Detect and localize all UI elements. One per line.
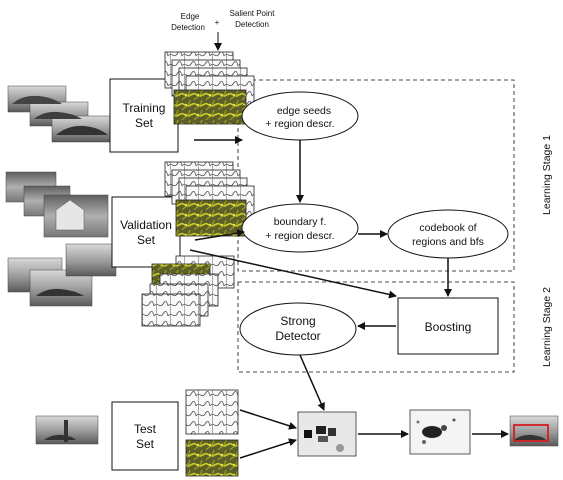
training-car-photos — [7, 85, 111, 143]
plus-label: + — [215, 18, 220, 27]
flow-arrows — [189, 136, 509, 459]
codebook-label-2: regions and bfs — [412, 236, 484, 248]
salient-point-label-1: Salient Point — [230, 9, 276, 18]
detection-response-map — [297, 411, 357, 457]
test-set-box — [111, 401, 179, 471]
codebook-ellipse — [387, 209, 509, 259]
salient-point-label-2: Detection — [235, 20, 269, 29]
edge-detection-label-2: Detection — [171, 23, 205, 32]
strong-detector-label-2: Detector — [275, 329, 320, 343]
learning-stage-2-frame — [237, 281, 515, 373]
training-set-label-2: Set — [135, 116, 154, 130]
learning-stage-1-label: Learning Stage 1 — [541, 135, 553, 215]
validation-set-label-2: Set — [137, 233, 156, 247]
test-set-label-1: Test — [134, 422, 157, 436]
training-set-label-1: Training — [123, 101, 166, 115]
boundary-f-label-1: boundary f. — [274, 216, 327, 228]
learning-stage-1-frame — [237, 79, 515, 272]
boundary-f-ellipse — [241, 203, 359, 253]
validation-edge-maps-lower — [141, 255, 235, 327]
test-input-photo — [35, 415, 99, 445]
boundary-f-label-2: + region descr. — [265, 230, 334, 242]
training-set-box — [109, 78, 179, 153]
voting-space-map — [409, 409, 471, 455]
validation-house-photos — [5, 171, 117, 307]
strong-detector-label-1: Strong — [280, 314, 315, 328]
boosting-box — [397, 297, 499, 355]
validation-set-label-1: Validation — [120, 218, 172, 232]
edge-detection-label-1: Edge — [181, 12, 200, 21]
learning-stage-2-label: Learning Stage 2 — [541, 287, 553, 367]
test-edge-map — [185, 389, 239, 435]
detection-bounding-box — [513, 424, 549, 442]
edge-seeds-label-2: + region descr. — [265, 118, 334, 130]
training-edge-maps — [164, 51, 255, 125]
test-salient-map — [185, 439, 239, 477]
test-set-label-2: Set — [136, 437, 155, 451]
final-detection-photo — [509, 415, 559, 447]
codebook-label-1: codebook of — [419, 222, 476, 234]
validation-set-box — [111, 196, 181, 268]
edge-seeds-label-1: edge seeds — [277, 105, 331, 117]
strong-detector-ellipse — [239, 302, 357, 356]
boosting-label: Boosting — [425, 320, 472, 334]
validation-edge-maps — [164, 161, 255, 237]
